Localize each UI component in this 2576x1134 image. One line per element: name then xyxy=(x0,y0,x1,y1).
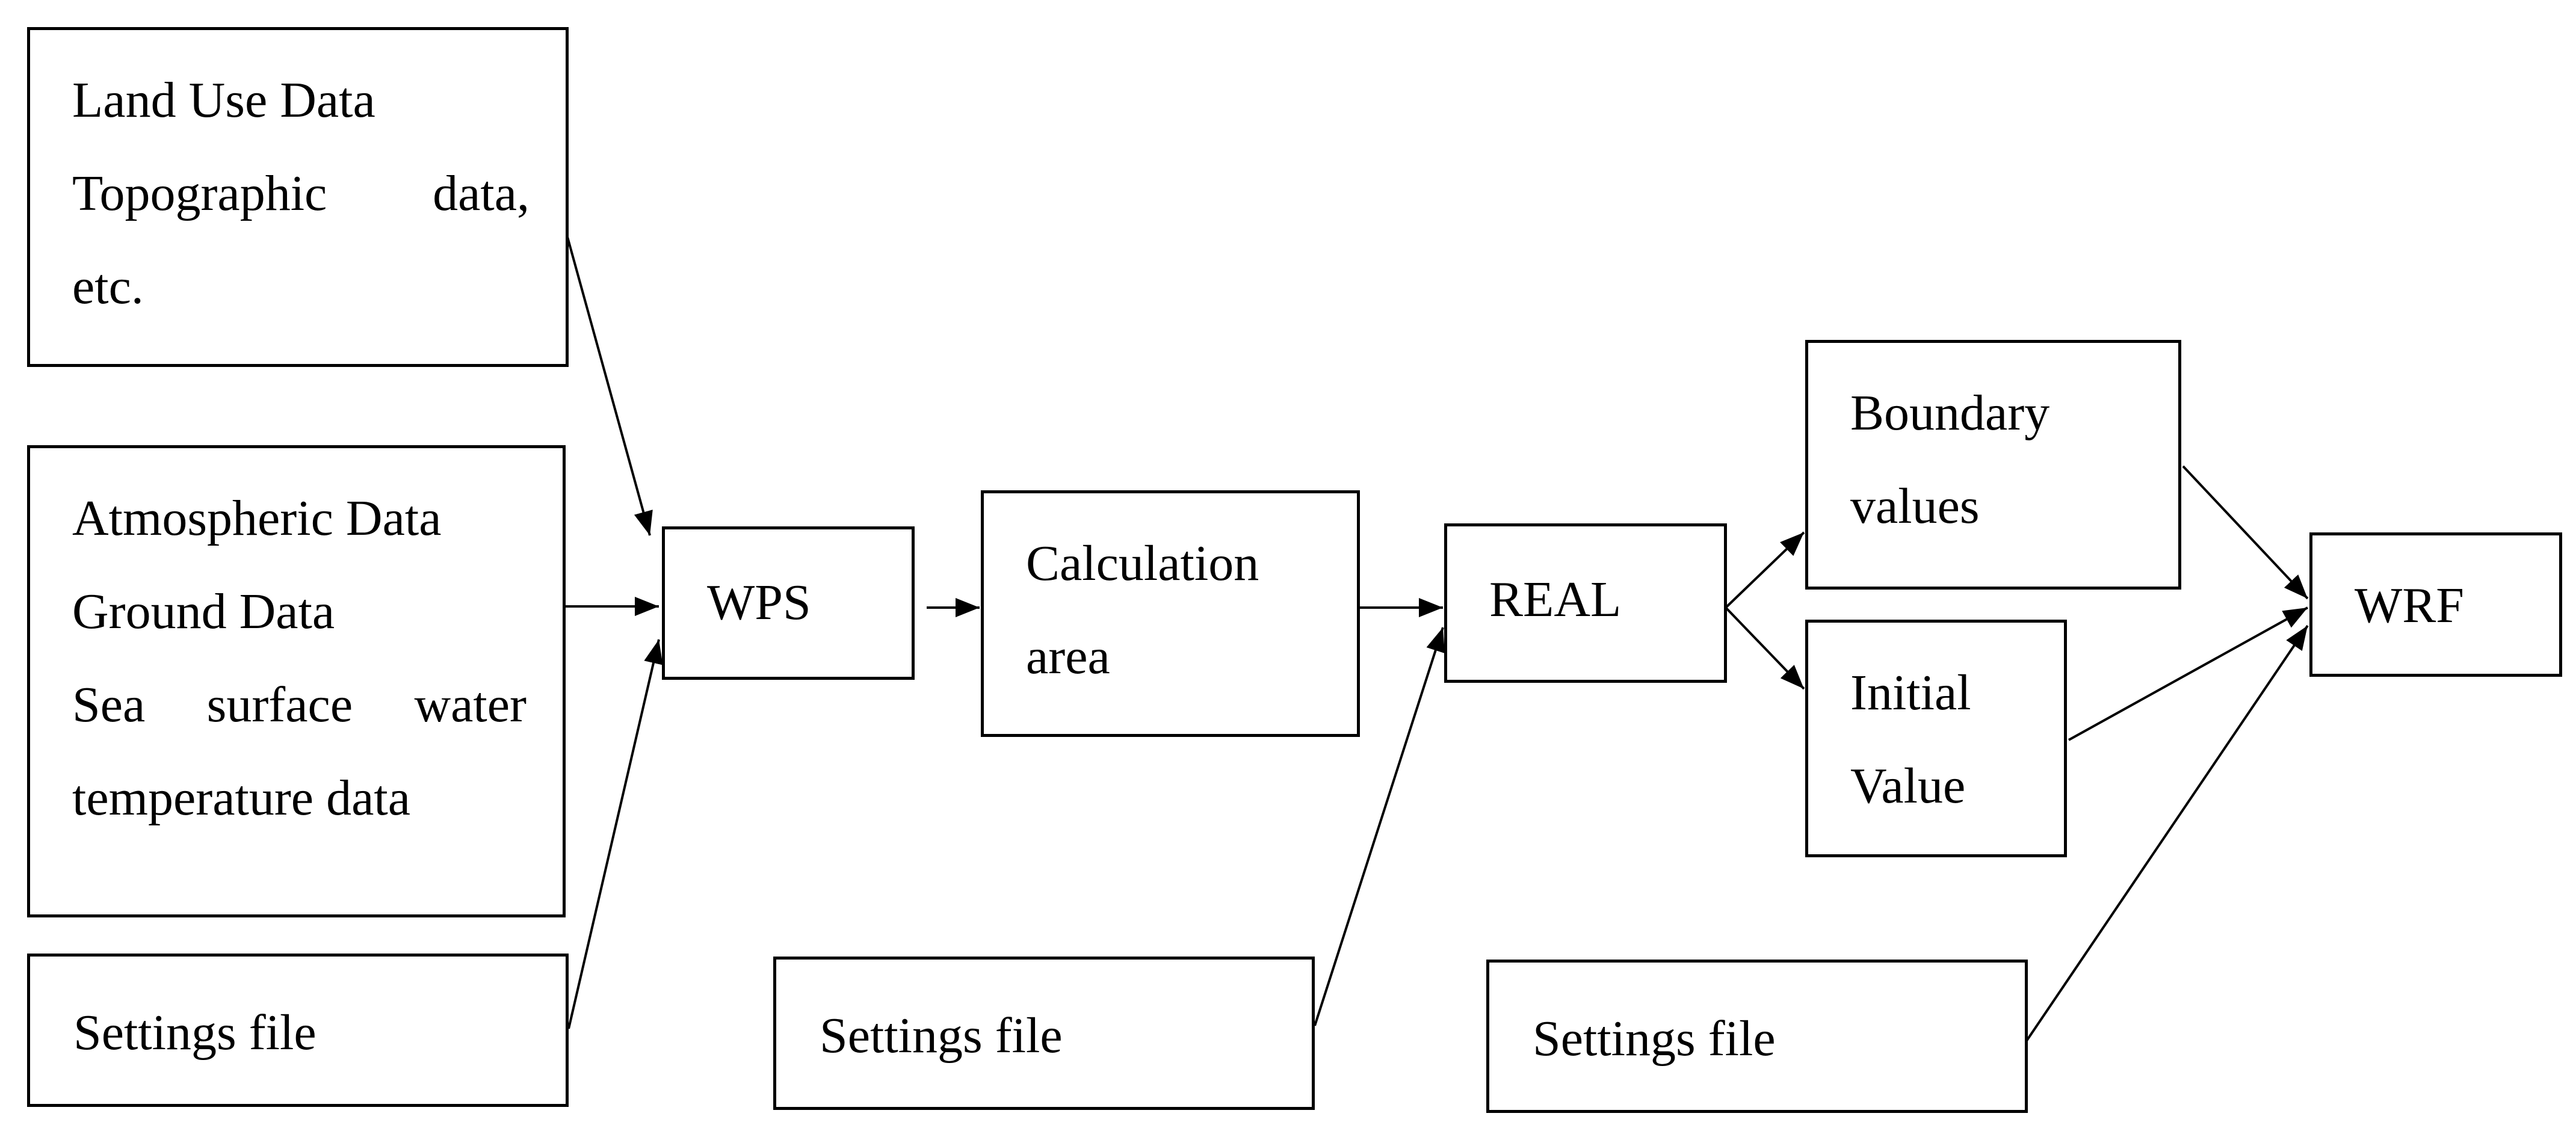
initial-line-2: Value xyxy=(1850,758,1966,814)
wps-box: WPS xyxy=(662,526,915,680)
arrow-real-to-initial xyxy=(1725,606,1805,690)
atmospheric-line-3-word-1: Sea xyxy=(72,677,146,733)
wps-label: WPS xyxy=(707,575,811,630)
land-use-line-2-word-2: data, xyxy=(433,165,530,221)
initial-line-1: Initial xyxy=(1850,665,1971,721)
land-use-line-3: etc. xyxy=(72,259,144,315)
calculation-line-2: area xyxy=(1026,629,1110,685)
initial-value-box: Initial Value xyxy=(1805,620,2067,857)
real-box: REAL xyxy=(1444,523,1727,683)
atmospheric-line-2: Ground Data xyxy=(72,584,335,639)
real-label: REAL xyxy=(1489,572,1622,627)
calculation-line-1: Calculation xyxy=(1026,535,1259,591)
wrf-box: WRF xyxy=(2309,532,2562,677)
land-use-line-2-word-1: Topographic xyxy=(72,165,327,221)
arrow-settings1-to-wps xyxy=(567,639,663,1029)
boundary-line-1: Boundary xyxy=(1850,385,2050,441)
settings-file-2-label: Settings file xyxy=(820,1008,1063,1064)
arrow-settings3-to-wrf xyxy=(2025,624,2309,1042)
arrow-landuse-to-wps xyxy=(564,230,653,536)
atmospheric-line-4: temperature data xyxy=(72,770,410,826)
land-use-line-1: Land Use Data xyxy=(72,72,375,128)
atmospheric-line-1: Atmospheric Data xyxy=(72,490,442,546)
arrow-real-to-boundary xyxy=(1725,531,1805,609)
arrow-initial-to-wrf xyxy=(2068,606,2308,741)
atmospheric-data-box: Atmospheric Data Ground Data Sea surface… xyxy=(27,445,566,917)
settings-file-box-2: Settings file xyxy=(773,957,1315,1110)
settings-file-box-1: Settings file xyxy=(27,954,569,1107)
boundary-line-2: values xyxy=(1850,478,1980,534)
atmospheric-line-3-word-2: surface xyxy=(206,677,353,733)
land-use-line-2: Topographic data, xyxy=(72,168,530,219)
atmospheric-line-3: Sea surface water xyxy=(72,680,527,730)
settings-file-3-label: Settings file xyxy=(1533,1011,1776,1067)
calculation-area-box: Calculation area xyxy=(981,490,1360,737)
land-use-data-box: Land Use Data Topographic data, etc. xyxy=(27,27,569,367)
atmospheric-line-3-word-3: water xyxy=(414,677,527,733)
arrow-boundary-to-wrf xyxy=(2182,465,2309,600)
boundary-values-box: Boundary values xyxy=(1805,340,2181,590)
arrow-settings2-to-real xyxy=(1314,627,1445,1026)
settings-file-box-3: Settings file xyxy=(1486,960,2028,1113)
settings-file-1-label: Settings file xyxy=(73,1005,317,1061)
wrf-label: WRF xyxy=(2355,578,2465,633)
